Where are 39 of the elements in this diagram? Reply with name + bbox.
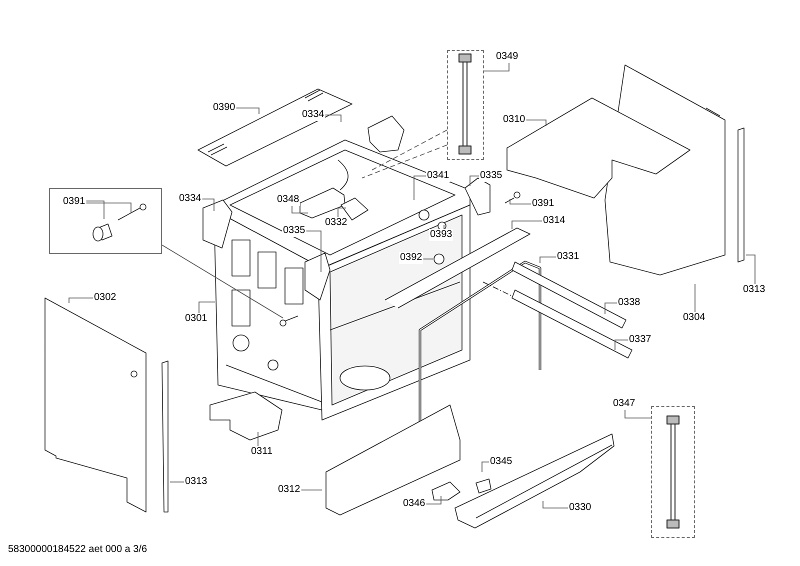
leader-line: [484, 62, 510, 72]
leader-line: [512, 220, 542, 230]
leader-line: [422, 258, 434, 260]
leader-line: [338, 208, 346, 218]
leader-line: [482, 462, 490, 472]
leader-line: [426, 496, 442, 504]
callout-number: 0335: [479, 170, 504, 182]
leader-line: [236, 108, 260, 114]
leader-line: [306, 230, 322, 272]
leader-line: [362, 144, 448, 178]
detail-frame: [49, 188, 162, 254]
dashed-detail-frame: [651, 406, 695, 538]
callout-number: 0393: [429, 229, 454, 241]
leader-line: [746, 254, 756, 284]
callout-number: 0392: [399, 252, 424, 264]
callout-number: 0341: [426, 170, 450, 182]
leader-line: [526, 120, 546, 126]
leader-line: [202, 198, 214, 212]
leader-line: [694, 284, 696, 312]
dashed-detail-frame: [447, 50, 484, 160]
leader-line: [292, 206, 308, 214]
callout-number: 0335: [282, 225, 306, 237]
leader-line: [542, 500, 568, 508]
leader-line: [68, 298, 94, 304]
leader-line: [470, 176, 480, 186]
leader-line: [198, 302, 216, 314]
leader-line: [86, 200, 104, 220]
leader-line: [414, 176, 426, 200]
leader-line: [540, 256, 556, 264]
leader-line: [372, 130, 448, 170]
leader-line: [324, 114, 342, 122]
callout-number: 0334: [301, 109, 326, 121]
callout-number: 0348: [276, 194, 300, 206]
leader-line: [614, 340, 628, 350]
leader-line: [604, 302, 618, 314]
leader-line: [162, 244, 284, 318]
leader-line: [510, 198, 532, 204]
leader-line: [624, 410, 652, 418]
leader-line: [86, 202, 132, 214]
